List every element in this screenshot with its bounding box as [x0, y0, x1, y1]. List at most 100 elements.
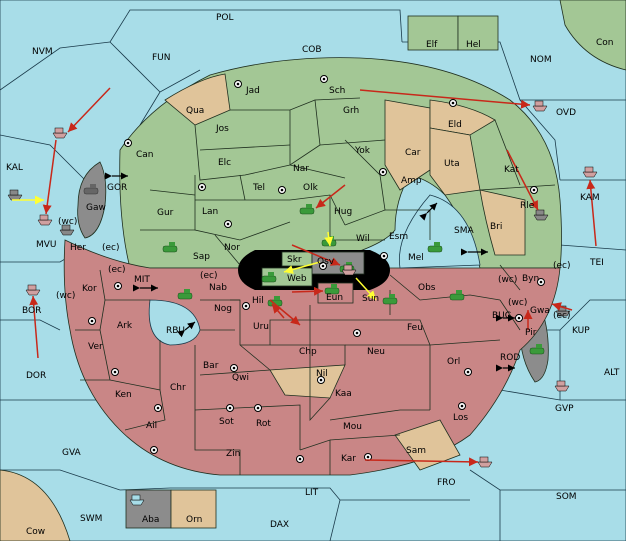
label-qwi: Qwi	[232, 373, 249, 383]
label-dax: DAX	[270, 520, 289, 530]
coast-tag: (wc)	[58, 217, 77, 227]
land-borders	[75, 97, 556, 475]
label-chp: Chp	[299, 347, 317, 357]
fleets	[7, 100, 598, 506]
fleet-unit-icon	[341, 264, 357, 276]
label-hug: Hug	[334, 207, 352, 217]
grey-labels: Gaw Aba	[86, 203, 159, 525]
territory-eld[interactable]	[429, 99, 496, 136]
label-yok: Yok	[354, 146, 371, 156]
territory-qua[interactable]	[164, 73, 231, 126]
label-con: Con	[596, 38, 614, 48]
label-sot: Sot	[219, 417, 234, 427]
label-fro: FRO	[437, 478, 456, 488]
label-lit: LIT	[305, 488, 319, 498]
label-gvp: GVP	[555, 404, 574, 414]
label-car: Car	[405, 148, 421, 158]
label-gur: Gur	[157, 208, 174, 218]
label-cow: Cow	[26, 527, 45, 537]
territory-car[interactable]	[384, 99, 431, 191]
label-kor: Kor	[82, 284, 97, 294]
label-web: Web	[287, 274, 307, 284]
label-gaw: Gaw	[86, 203, 106, 213]
fleet-unit-icon	[554, 380, 570, 392]
label-bor: BOR	[22, 306, 41, 316]
fleet-unit-icon	[532, 100, 548, 112]
territory-hel[interactable]	[457, 15, 499, 51]
label-rot: Rot	[256, 419, 271, 429]
fleet-unit-icon	[477, 456, 493, 468]
label-can: Can	[136, 150, 154, 160]
label-nvm: NVM	[32, 47, 53, 57]
label-gwa: Gwa	[530, 306, 550, 316]
label-nor: Nor	[224, 243, 240, 253]
army-unit-icon	[382, 294, 398, 305]
territory-bri[interactable]	[479, 189, 526, 256]
label-jos: Jos	[215, 124, 229, 134]
label-tei: TEI	[589, 258, 604, 268]
fleet-unit-icon	[582, 166, 598, 178]
coast-tags: (wc) (ec) (ec) (wc) (ec) (wc) (ec) (wc) …	[56, 217, 571, 321]
army-unit-icon	[261, 272, 277, 283]
fleet-unit-icon	[37, 214, 53, 226]
territory-elf[interactable]	[407, 15, 459, 51]
coast-tag: (ec)	[553, 311, 571, 321]
army-unit-icon	[529, 344, 545, 355]
label-buc: BUC	[492, 311, 511, 321]
territory-uta[interactable]	[429, 127, 481, 196]
army-unit-icon	[83, 184, 99, 195]
label-kal: KAL	[6, 163, 23, 173]
label-los: Los	[453, 413, 468, 423]
label-sch: Sch	[329, 86, 345, 96]
territory-orn[interactable]	[170, 489, 217, 529]
label-grh: Grh	[343, 106, 359, 116]
label-mit: MIT	[134, 275, 150, 285]
fleet-unit-icon	[59, 224, 75, 236]
label-sma: SMA	[454, 226, 474, 236]
label-gva: GVA	[62, 448, 82, 458]
green-labels: Jad Sch Jos Grh Can Elc Nar Yok Tel Olk …	[136, 40, 535, 265]
label-ken: Ken	[115, 390, 132, 400]
passage-arrows	[104, 172, 515, 372]
label-nab: Nab	[209, 283, 227, 293]
label-sam: Sam	[406, 446, 426, 456]
coast-tag: (ec)	[200, 271, 218, 281]
label-bri: Bri	[490, 222, 502, 232]
fleet-unit-icon	[52, 127, 68, 139]
label-nar: Nar	[293, 164, 309, 174]
label-hil: Hil	[252, 296, 264, 306]
sea-labels: POL NVM FUN COB NOM OVD KAL GOR MVU KAM …	[6, 13, 620, 530]
label-hel: Hel	[466, 40, 481, 50]
label-tel: Tel	[252, 183, 265, 193]
label-olk: Olk	[303, 183, 319, 193]
label-dor: DOR	[26, 371, 46, 381]
coast-tag: (ec)	[102, 243, 120, 253]
tan-labels: Qua Car Eld Uta Bri Nil Sam Orn Con Cow	[26, 38, 614, 537]
coast-tag: (wc)	[508, 298, 527, 308]
label-osv: Osv	[317, 257, 335, 267]
label-cob: COB	[302, 45, 322, 55]
army-unit-icon	[449, 290, 465, 301]
coast-tag: (ec)	[553, 261, 571, 271]
label-bar: Bar	[203, 361, 219, 371]
territory-sam[interactable]	[394, 419, 461, 471]
label-rbu: RBU	[166, 326, 185, 336]
label-feu: Feu	[407, 323, 423, 333]
label-rod: ROD	[500, 353, 520, 363]
fleet-unit-icon	[129, 494, 145, 506]
label-neu: Neu	[367, 347, 385, 357]
label-rle: Rle	[520, 201, 535, 211]
army-unit-icon	[299, 204, 315, 215]
label-kat: Kat	[504, 165, 519, 175]
label-elc: Elc	[218, 158, 231, 168]
label-sap: Sap	[193, 252, 210, 262]
army-unit-icon	[324, 284, 340, 295]
label-alt: ALT	[604, 368, 620, 378]
fleet-unit-icon	[25, 284, 41, 296]
label-zin: Zin	[226, 449, 240, 459]
label-lan: Lan	[202, 207, 218, 217]
label-kam: KAM	[580, 193, 600, 203]
label-pol: POL	[216, 13, 234, 23]
territory-gaw[interactable]	[77, 161, 107, 239]
